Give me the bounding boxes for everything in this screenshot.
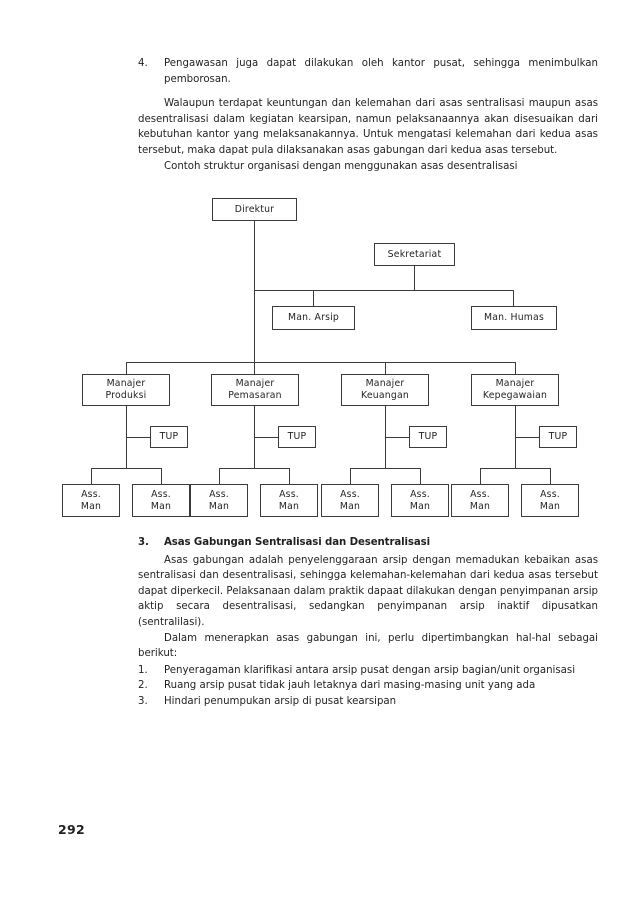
- chart-node-manajer-pemasaran-line1: Manajer: [235, 378, 275, 390]
- chart-node-ass-man-8-line2: Man: [539, 500, 561, 512]
- chart-node-ass-man-7[interactable]: Ass. Man: [451, 484, 509, 517]
- sublist-item-2: 2. Ruang arsip pusat tidak jauh letaknya…: [138, 678, 598, 694]
- chart-node-sekretariat[interactable]: Sekretariat: [374, 243, 455, 266]
- chart-node-ass-man-1-line1: Ass.: [81, 488, 101, 500]
- edge-ass-bus-1: [91, 468, 162, 469]
- chart-node-tup-2[interactable]: TUP: [278, 426, 316, 448]
- edge-direktur-trunk: [254, 221, 255, 362]
- edge-sekretariat-stem: [414, 266, 415, 290]
- edge-ass-bus-3: [350, 468, 421, 469]
- chart-node-ass-man-4-line2: Man: [278, 500, 300, 512]
- sublist-item-3-text: Hindari penumpukan arsip di pusat kearsi…: [164, 695, 397, 707]
- bottom-text-block: 3. Asas Gabungan Sentralisasi dan Desent…: [138, 535, 598, 710]
- edge-drop-ass-man-7: [480, 468, 481, 484]
- edge-ass-bus-2: [219, 468, 290, 469]
- edge-tup-1-connector: [126, 437, 151, 438]
- page-number: 292: [58, 822, 85, 837]
- chart-node-ass-man-8[interactable]: Ass. Man: [521, 484, 579, 517]
- list-item-4-number: 4.: [138, 58, 148, 69]
- edge-drop-ass-man-6: [420, 468, 421, 484]
- chart-node-manajer-keuangan-line1: Manajer: [365, 378, 405, 390]
- chart-node-ass-man-5[interactable]: Ass. Man: [321, 484, 379, 517]
- edge-drop-ass-man-5: [350, 468, 351, 484]
- edge-sekretariat-bus: [254, 290, 514, 291]
- edge-drop-manajer-produksi: [126, 362, 127, 374]
- edge-drop-ass-man-4: [289, 468, 290, 484]
- section-3-paragraph-1: Asas gabungan adalah penyelenggaraan ars…: [138, 554, 599, 628]
- chart-node-ass-man-5-line1: Ass.: [340, 488, 360, 500]
- chart-node-ass-man-3[interactable]: Ass. Man: [190, 484, 248, 517]
- chart-node-manajer-produksi-line1: Manajer: [106, 378, 146, 390]
- chart-node-ass-man-3-line1: Ass.: [209, 488, 229, 500]
- sublist-item-1-text: Penyeragaman klarifikasi antara arsip pu…: [164, 664, 576, 676]
- paragraph-walaupun: Walaupun terdapat keuntungan dan kelemah…: [138, 98, 598, 156]
- chart-node-ass-man-6-line1: Ass.: [410, 488, 430, 500]
- edge-tup-2-connector: [254, 437, 279, 438]
- chart-node-ass-man-6-line2: Man: [409, 500, 431, 512]
- edge-tup-4-connector: [515, 437, 540, 438]
- paragraph-contoh: Contoh struktur organisasi dengan menggu…: [164, 160, 518, 172]
- chart-node-manajer-kepegawaian-line2: Kepegawaian: [482, 390, 548, 401]
- sublist-item-2-text: Ruang arsip pusat tidak jauh letaknya da…: [164, 680, 536, 692]
- edge-drop-man-arsip: [313, 290, 314, 306]
- chart-node-tup-3[interactable]: TUP: [409, 426, 447, 448]
- chart-node-ass-man-2-line1: Ass.: [151, 488, 171, 500]
- chart-node-manajer-pemasaran[interactable]: Manajer Pemasaran: [211, 374, 299, 406]
- chart-node-manajer-keuangan[interactable]: Manajer Keuangan: [341, 374, 429, 406]
- section-3-heading-row: 3. Asas Gabungan Sentralisasi dan Desent…: [138, 535, 598, 551]
- section-3-number: 3.: [138, 537, 149, 548]
- edge-drop-manajer-pemasaran: [254, 362, 255, 374]
- chart-node-ass-man-7-line1: Ass.: [470, 488, 490, 500]
- chart-node-ass-man-4-line1: Ass.: [279, 488, 299, 500]
- chart-node-ass-man-5-line2: Man: [339, 500, 361, 512]
- chart-node-manajer-pemasaran-line2: Pemasaran: [228, 390, 282, 401]
- chart-node-ass-man-7-line2: Man: [469, 500, 491, 512]
- chart-node-man-humas[interactable]: Man. Humas: [471, 306, 557, 330]
- edge-drop-ass-man-2: [161, 468, 162, 484]
- edge-tup-3-connector: [385, 437, 410, 438]
- chart-node-ass-man-6[interactable]: Ass. Man: [391, 484, 449, 517]
- sublist-item-3-number: 3.: [138, 695, 148, 707]
- edge-drop-ass-man-3: [219, 468, 220, 484]
- edge-drop-ass-man-1: [91, 468, 92, 484]
- chart-node-ass-man-2-line2: Man: [150, 500, 172, 512]
- chart-node-manajer-keuangan-line2: Keuangan: [361, 390, 409, 401]
- chart-node-ass-man-2[interactable]: Ass. Man: [132, 484, 190, 517]
- sublist-item-2-number: 2.: [138, 680, 148, 692]
- chart-node-ass-man-8-line1: Ass.: [540, 488, 560, 500]
- edge-manajer-bus: [126, 362, 515, 363]
- chart-node-direktur[interactable]: Direktur: [212, 198, 297, 221]
- chart-node-tup-1[interactable]: TUP: [150, 426, 188, 448]
- section-3-paragraph-2: Dalam menerapkan asas gabungan ini, perl…: [138, 632, 598, 660]
- chart-node-ass-man-3-line2: Man: [208, 500, 230, 512]
- sublist-item-1: 1. Penyeragaman klarifikasi antara arsip…: [138, 663, 598, 679]
- section-3-heading: Asas Gabungan Sentralisasi dan Desentral…: [164, 537, 431, 548]
- chart-node-tup-4[interactable]: TUP: [539, 426, 577, 448]
- edge-ass-bus-4: [480, 468, 551, 469]
- chart-node-manajer-produksi[interactable]: Manajer Produksi: [82, 374, 170, 406]
- chart-node-manajer-kepegawaian[interactable]: Manajer Kepegawaian: [471, 374, 559, 406]
- top-text-block: 4. Pengawasan juga dapat dilakukan oleh …: [138, 56, 598, 174]
- edge-drop-man-humas: [513, 290, 514, 306]
- list-item-4: 4. Pengawasan juga dapat dilakukan oleh …: [138, 56, 598, 87]
- chart-node-ass-man-1[interactable]: Ass. Man: [62, 484, 120, 517]
- sublist-item-1-number: 1.: [138, 664, 148, 676]
- list-item-4-text: Pengawasan juga dapat dilakukan oleh kan…: [164, 58, 598, 85]
- sublist-item-3: 3. Hindari penumpukan arsip di pusat kea…: [138, 694, 598, 710]
- edge-drop-ass-man-8: [550, 468, 551, 484]
- chart-node-ass-man-4[interactable]: Ass. Man: [260, 484, 318, 517]
- chart-node-ass-man-1-line2: Man: [80, 500, 102, 512]
- edge-drop-manajer-keuangan: [385, 362, 386, 374]
- chart-node-man-arsip[interactable]: Man. Arsip: [272, 306, 355, 330]
- chart-node-manajer-kepegawaian-line1: Manajer: [495, 378, 535, 390]
- edge-drop-manajer-kepegawaian: [515, 362, 516, 374]
- chart-node-manajer-produksi-line2: Produksi: [105, 390, 147, 401]
